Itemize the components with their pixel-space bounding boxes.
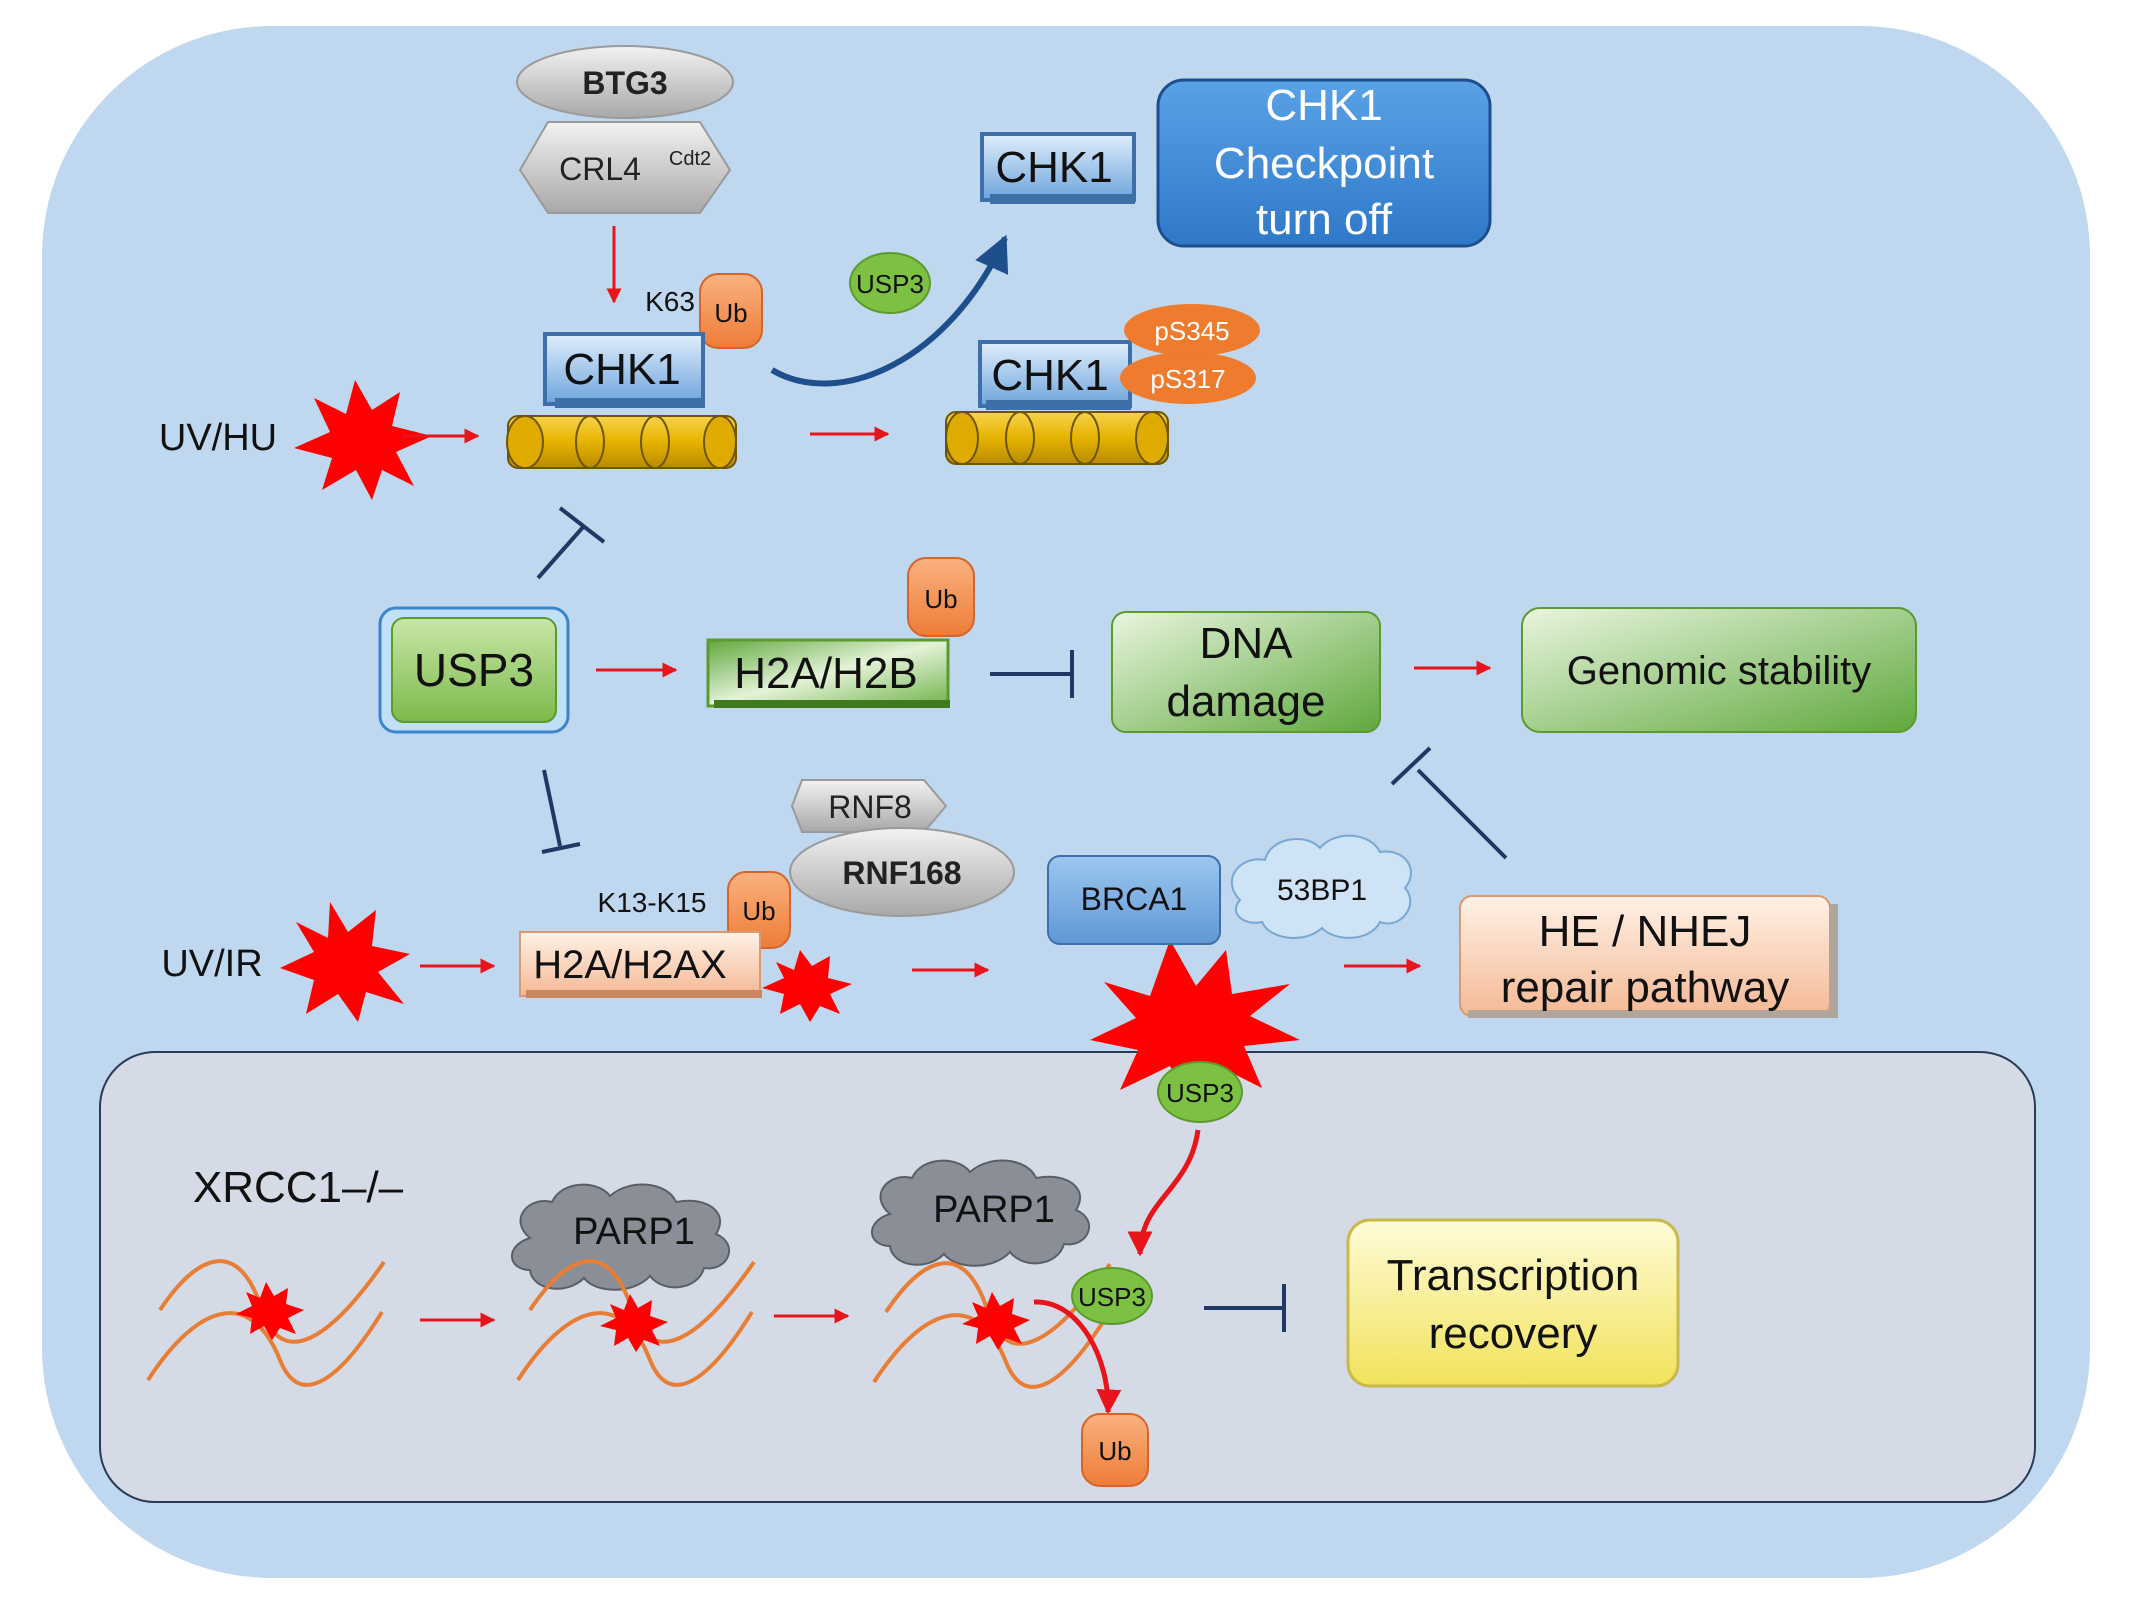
- svg-text:CRL4: CRL4: [559, 151, 641, 187]
- chk1-top-label: CHK1: [995, 143, 1112, 192]
- xrcc1-label: XRCC1–/–: [193, 1163, 404, 1212]
- dna-burst-icon-1: [236, 1282, 304, 1340]
- arrow-usp3-to-dna: [1127, 1129, 1201, 1257]
- nucleosome-right: [945, 411, 1169, 465]
- usp3-on-dna-label: USP3: [1078, 1282, 1146, 1312]
- ub-h2ax-label: Ub: [742, 896, 775, 926]
- ub-h2b-label: Ub: [924, 584, 957, 614]
- ub-released-label: Ub: [1098, 1436, 1131, 1466]
- checkpoint-line1: CHK1: [1265, 81, 1382, 130]
- k63-label: K63: [645, 286, 695, 317]
- parp1-b-label: PARP1: [933, 1189, 1055, 1231]
- inhibit-h2b-to-dna: [990, 650, 1074, 698]
- uv-hu-label: UV/HU: [159, 417, 277, 459]
- rnf168-label: RNF168: [842, 855, 961, 891]
- crl4-label: CRL4: [559, 151, 641, 187]
- crl4-superscript: Cdt2: [669, 148, 711, 170]
- inhibit-repair-to-dna: [1390, 746, 1508, 860]
- k13-k15-label: K13-K15: [598, 887, 707, 918]
- arrow-ub-release: [1033, 1299, 1122, 1415]
- usp3-main-box: USP3: [378, 606, 570, 734]
- genomic-stability-label: Genomic stability: [1567, 649, 1872, 693]
- ps317-badge: pS317: [1120, 352, 1256, 404]
- usp3-lower-top: USP3: [1157, 1061, 1243, 1123]
- arrow-deubiquitination-curve: [770, 234, 1009, 387]
- transcription-line1: Transcription: [1387, 1251, 1640, 1300]
- dna-damage-box: DNA damage: [1111, 611, 1381, 733]
- repair-line1: HE / NHEJ: [1539, 907, 1752, 956]
- rnf168-node: RNF168: [789, 827, 1015, 917]
- ub-h2b: Ub: [907, 557, 975, 637]
- repair-line2: repair pathway: [1501, 963, 1790, 1012]
- brca1-label: BRCA1: [1081, 881, 1188, 917]
- parp1-cloud-a: PARP1: [511, 1183, 730, 1291]
- ps317-label: pS317: [1150, 364, 1225, 394]
- ub-chk1-label: Ub: [714, 298, 747, 328]
- chk1-left-label: CHK1: [563, 345, 680, 394]
- checkpoint-line2: Checkpoint: [1214, 139, 1434, 188]
- usp3-main-label: USP3: [414, 644, 534, 696]
- h2a-h2b-label: H2A/H2B: [734, 649, 917, 698]
- ps345-label: pS345: [1154, 316, 1229, 346]
- rnf8-node: RNF8: [790, 779, 948, 833]
- crl4-node: CRL4 Cdt2: [518, 121, 732, 214]
- uv-hu-burst-icon: [294, 380, 432, 500]
- usp3-small-top: USP3: [849, 252, 931, 314]
- repair-pathway-box: HE / NHEJ repair pathway: [1459, 895, 1838, 1018]
- dna-damage-line2: damage: [1166, 677, 1325, 726]
- usp3-lower-label: USP3: [1166, 1078, 1234, 1108]
- uv-ir-burst-icon: [280, 902, 410, 1022]
- dna-burst-icon-2: [600, 1294, 668, 1352]
- inhibit-to-transcription: [1204, 1284, 1286, 1332]
- btg3-node: BTG3: [516, 45, 734, 119]
- transcription-recovery-box: Transcription recovery: [1346, 1218, 1680, 1388]
- dna-burst-icon-3: [962, 1292, 1030, 1350]
- h2a-h2ax-label: H2A/H2AX: [533, 943, 726, 987]
- ps345-badge: pS345: [1124, 304, 1260, 356]
- inhibit-usp3-to-h2ax: [541, 769, 581, 854]
- genomic-stability-box: Genomic stability: [1521, 607, 1917, 733]
- ub-released: Ub: [1081, 1413, 1149, 1487]
- h2a-h2ax-box: H2A/H2AX: [519, 931, 762, 998]
- bp53-label: 53BP1: [1277, 874, 1367, 907]
- ub-chk1: Ub: [699, 273, 763, 349]
- chk1-right-label: CHK1: [991, 351, 1108, 400]
- dna-damage-line1: DNA: [1200, 619, 1294, 668]
- chk1-left-box: CHK1: [543, 332, 705, 408]
- chk1-top-box: CHK1: [980, 132, 1136, 204]
- bp53-cloud: 53BP1: [1230, 834, 1412, 940]
- usp3-small-top-label: USP3: [856, 269, 924, 299]
- parp1-a-label: PARP1: [573, 1211, 695, 1253]
- usp3-on-dna: USP3: [1071, 1267, 1153, 1325]
- parp1-cloud-b: PARP1: [871, 1159, 1090, 1267]
- h2a-h2b-box: H2A/H2B: [706, 638, 950, 708]
- transcription-line2: recovery: [1429, 1309, 1598, 1358]
- uv-ir-label: UV/IR: [161, 943, 262, 985]
- rnf8-label: RNF8: [828, 789, 912, 825]
- chk1-right-box: CHK1: [978, 340, 1132, 410]
- checkpoint-line3: turn off: [1256, 195, 1393, 244]
- h2ax-burst-icon: [762, 950, 852, 1022]
- checkpoint-box: CHK1 Checkpoint turn off: [1156, 78, 1492, 248]
- dsb-burst-icon: [1090, 940, 1300, 1108]
- inhibit-usp3-to-chk1: [536, 506, 606, 580]
- btg3-label: BTG3: [582, 65, 667, 101]
- nucleosome-left: [506, 415, 737, 469]
- lower-panel: [99, 1051, 2036, 1503]
- brca1-node: BRCA1: [1047, 855, 1221, 945]
